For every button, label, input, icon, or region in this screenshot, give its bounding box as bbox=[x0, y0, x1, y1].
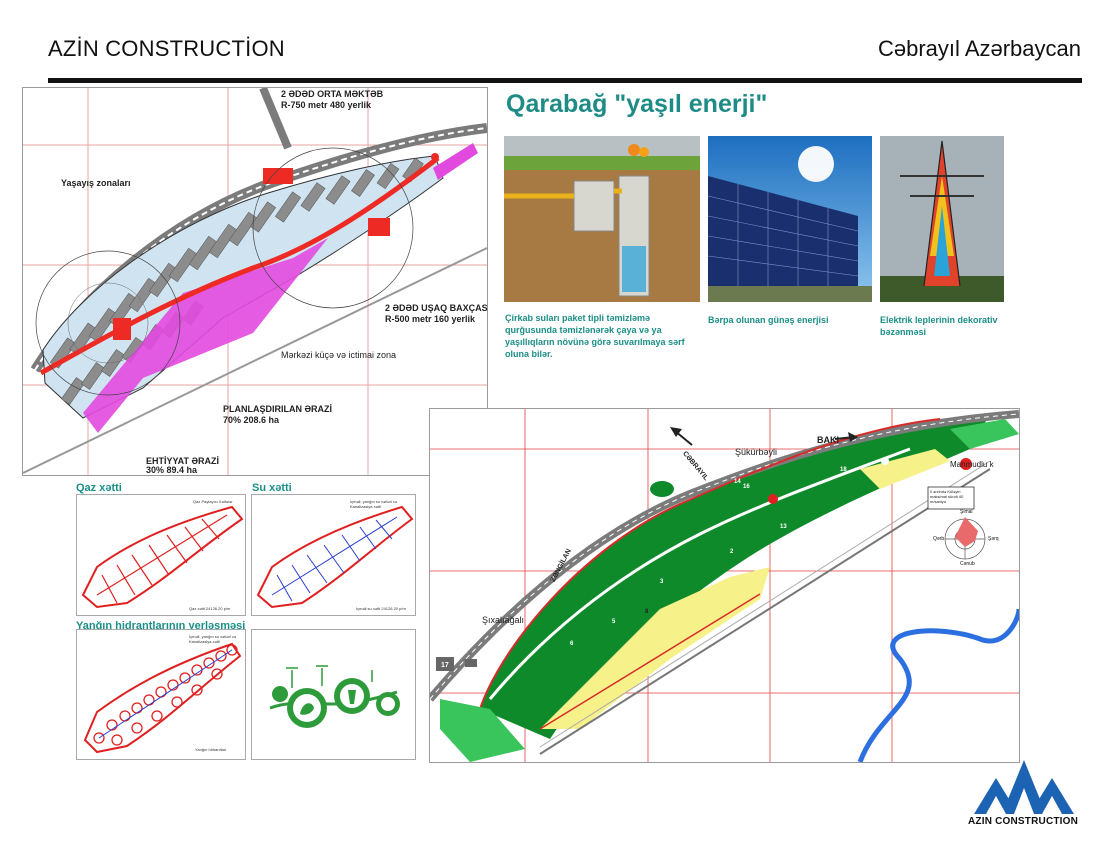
site-map-drawing bbox=[430, 409, 1019, 762]
block-number-8: 8 bbox=[645, 609, 649, 615]
planned-area-detail: 70% 208.6 ha bbox=[223, 415, 280, 425]
solar-panels-image bbox=[708, 136, 872, 302]
hydrants-note-top: İçməli, yanğın su xətləri və Kanalizasiy… bbox=[189, 634, 237, 644]
kindergarten-detail-label: R-500 metr 160 yerlik bbox=[385, 314, 476, 324]
wind-note: İl ərzində Küləyin maksimal sürəti 40 m/… bbox=[930, 489, 964, 504]
hydrants-map: İçməli, yanğın su xətləri və Kanalizasiy… bbox=[76, 629, 246, 760]
school-detail-label: R-750 metr 480 yerlik bbox=[281, 100, 372, 110]
block-number-17: 17 bbox=[441, 662, 449, 669]
region-name: Cəbrayıl Azərbaycan bbox=[878, 36, 1081, 61]
solar-caption: Bərpa olunan günəş enerjisi bbox=[708, 315, 829, 325]
kindergarten-title-label: 2 ƏDƏD UŞAQ BAXÇASI bbox=[385, 303, 488, 313]
company-logo bbox=[966, 756, 1082, 818]
sewage-caption: Çirkab suları paket tipli təmizləmə qurğ… bbox=[505, 313, 685, 359]
water-line-note-top: İçməli, yanğın su xətləri və Kanalizasiy… bbox=[350, 499, 398, 509]
reserve-area-detail: 30% 89.4 ha bbox=[146, 465, 198, 475]
pylon-caption: Elektrik leplerinin dekorativ bəzənməsi bbox=[880, 315, 998, 337]
decorated-pylon-image bbox=[880, 136, 1004, 302]
hydrants-note-bottom: Yanğın hidrantları bbox=[195, 747, 227, 752]
label-mahmudlu: Mahmudlu k bbox=[950, 460, 994, 469]
gas-line-title: Qaz xətti bbox=[76, 482, 122, 494]
block-number-14: 14 bbox=[734, 479, 741, 485]
school-title-label: 2 ƏDƏD ORTA MƏKTƏB bbox=[281, 89, 384, 99]
block-number-13: 13 bbox=[780, 524, 787, 530]
block-number-5: 5 bbox=[612, 619, 616, 625]
compass-south: Cənub bbox=[960, 561, 975, 567]
block-number-6: 6 bbox=[570, 641, 574, 647]
company-name: AZİN CONSTRUCTİON bbox=[48, 36, 285, 61]
compass-east: Şərq bbox=[988, 536, 999, 542]
master-plan-drawing bbox=[23, 88, 487, 475]
master-plan-panel: 2 ƏDƏD ORTA MƏKTƏB R-750 metr 480 yerlik… bbox=[22, 87, 488, 476]
center-zone-label: Mərkəzi küçə və ictimai zona bbox=[281, 350, 397, 360]
sewage-plant-image bbox=[504, 136, 700, 302]
planned-area-title: PLANLAŞDIRILAN ƏRAZİ bbox=[223, 404, 333, 414]
header-rule bbox=[48, 78, 1082, 83]
residential-label: Yaşayış zonaları bbox=[61, 178, 131, 188]
label-sukurbeyli: Şükürbəyli bbox=[735, 447, 778, 457]
water-line-map: İçməli, yanğın su xətləri və Kanalizasiy… bbox=[251, 494, 416, 616]
site-map: Şükürbəyli BAKI CƏBRAYIL ZƏNGİLAN Şıxalı… bbox=[429, 408, 1020, 763]
gas-line-note-bottom: Qaz xətti 24126.20 p/m bbox=[189, 606, 231, 611]
block-number-16: 16 bbox=[743, 484, 750, 490]
compass-north: Şimal bbox=[960, 509, 973, 515]
label-sixalagali: Şıxalıağalı bbox=[482, 615, 525, 625]
water-line-note-bottom: İçməli su xətti 24126.20 p/m bbox=[356, 606, 406, 611]
block-number-3: 3 bbox=[660, 579, 664, 585]
block-number-18: 18 bbox=[840, 467, 847, 473]
eco-icons-graphic bbox=[251, 629, 416, 760]
green-energy-title: Qarabağ "yaşıl enerji" bbox=[506, 90, 768, 118]
reserve-area-title: EHTİYYAT ƏRAZİ bbox=[146, 456, 220, 466]
label-baki: BAKI bbox=[817, 435, 839, 445]
block-number-2: 2 bbox=[730, 549, 734, 555]
gas-line-note-top: Qaz Paylayıcı Xəttələr bbox=[193, 499, 233, 504]
water-line-title: Su xətti bbox=[252, 482, 292, 494]
company-logo-text: AZIN CONSTRUCTION bbox=[968, 816, 1079, 827]
compass-west: Qərb bbox=[933, 536, 945, 542]
gas-line-map: Qaz Paylayıcı Xəttələr Qaz xətti 24126.2… bbox=[76, 494, 246, 616]
